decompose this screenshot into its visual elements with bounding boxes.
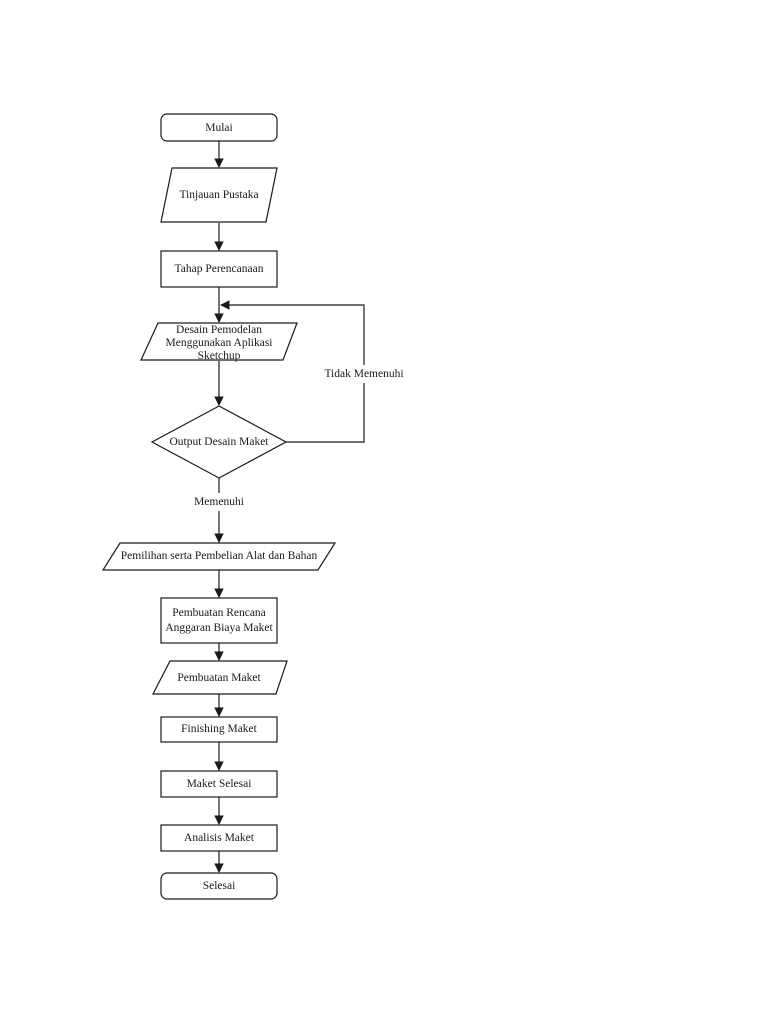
- node-modeling: Desain Pemodelan Menggunakan Aplikasi Sk…: [140, 322, 298, 362]
- node-finishing-label: Finishing Maket: [181, 723, 258, 735]
- node-budget: Pembuatan Rencana Anggaran Biaya Maket: [160, 597, 278, 644]
- node-end-label: Selesai: [203, 880, 236, 892]
- node-planning: Tahap Perencanaan: [160, 250, 278, 288]
- node-build-label: Pembuatan Maket: [177, 672, 261, 684]
- node-modeling-label-line-1: Desain Pemodelan: [176, 324, 262, 336]
- node-end: Selesai: [160, 872, 278, 900]
- node-literature: Tinjauan Pustaka: [160, 167, 278, 223]
- node-build: Pembuatan Maket: [152, 660, 288, 695]
- node-procurement: Pemilihan serta Pembelian Alat dan Bahan: [101, 542, 337, 571]
- node-decision: Output Desain Maket: [150, 405, 288, 479]
- flowchart-edge-labels: Tidak Memenuhi Memenuhi: [190, 365, 410, 511]
- node-modeling-label-line-2: Menggunakan Aplikasi: [166, 337, 273, 349]
- node-literature-label: Tinjauan Pustaka: [179, 189, 258, 201]
- node-procurement-label: Pemilihan serta Pembelian Alat dan Bahan: [121, 550, 318, 562]
- node-modeling-label-line-3: Sketchup: [198, 350, 241, 362]
- node-done-label: Maket Selesai: [187, 778, 252, 790]
- node-finishing: Finishing Maket: [160, 716, 278, 743]
- node-analysis-label: Analisis Maket: [184, 832, 255, 844]
- node-planning-label: Tahap Perencanaan: [175, 263, 264, 275]
- node-start-label: Mulai: [205, 122, 232, 134]
- node-start: Mulai: [160, 113, 278, 142]
- node-done: Maket Selesai: [160, 770, 278, 798]
- node-decision-label: Output Desain Maket: [169, 436, 269, 448]
- edge-label-not-met: Tidak Memenuhi: [324, 368, 403, 380]
- edge-label-met: Memenuhi: [194, 496, 244, 508]
- flowchart-nodes: Mulai Tinjauan Pustaka Tahap Perencanaan…: [101, 113, 337, 900]
- node-budget-label-line-2: Anggaran Biaya Maket: [165, 622, 273, 634]
- node-budget-label-line-1: Pembuatan Rencana: [172, 607, 266, 619]
- node-analysis: Analisis Maket: [160, 824, 278, 852]
